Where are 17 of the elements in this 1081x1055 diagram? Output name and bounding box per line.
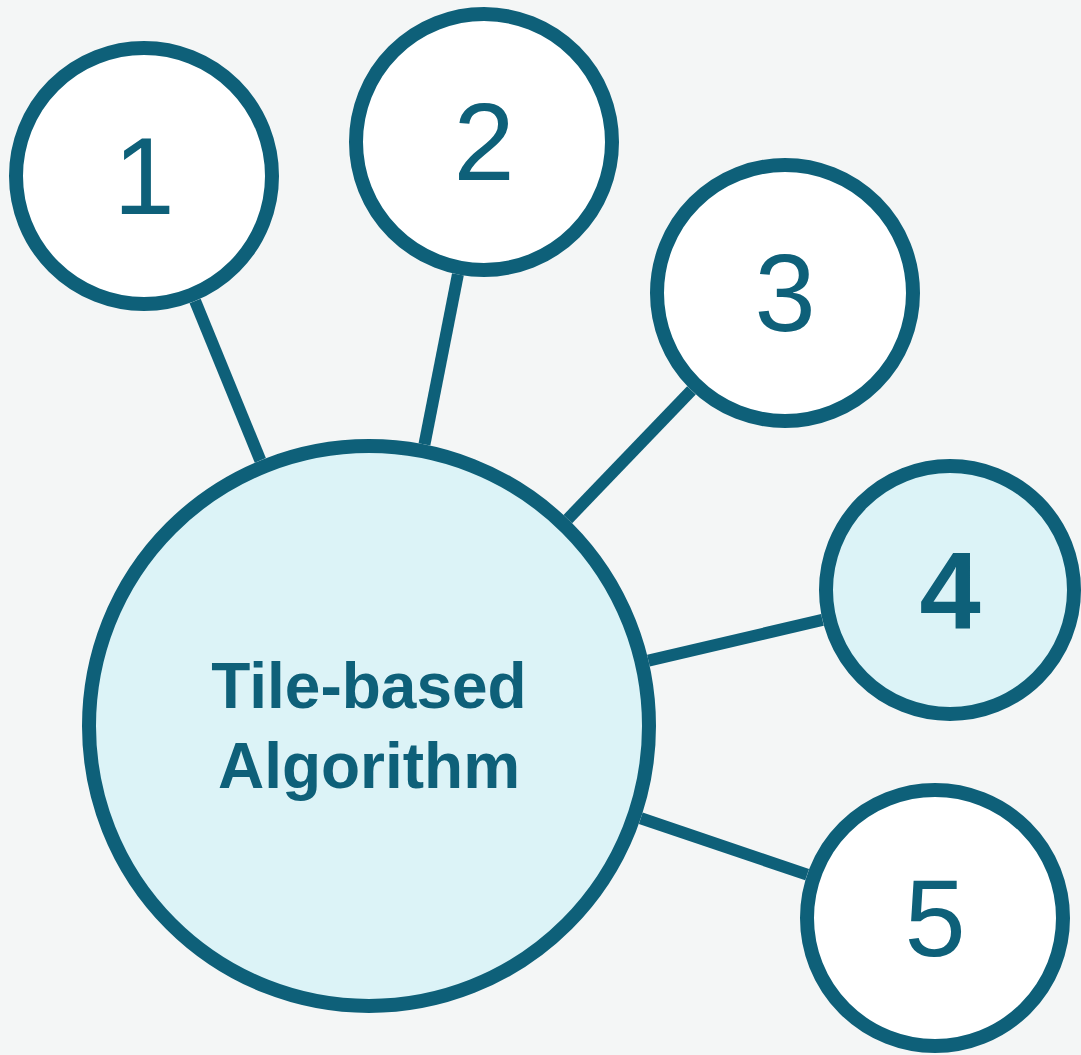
connector-line xyxy=(638,812,810,881)
circle-node xyxy=(82,439,656,1013)
node-number: 3 xyxy=(754,230,816,357)
circle-node xyxy=(349,7,619,277)
node-number: 1 xyxy=(113,113,175,240)
node-number: 5 xyxy=(904,855,966,982)
circle-node xyxy=(800,783,1070,1053)
node-title: Tile-based Algorithm xyxy=(210,649,528,804)
connector-line xyxy=(647,614,824,667)
circle-node xyxy=(650,158,920,428)
connector-line xyxy=(189,298,266,463)
connector-line xyxy=(418,273,464,446)
connector-line xyxy=(563,386,696,524)
node-number: 4 xyxy=(919,527,981,654)
circle-node xyxy=(819,459,1081,721)
circle-node xyxy=(9,41,279,311)
node-number: 2 xyxy=(453,79,515,206)
